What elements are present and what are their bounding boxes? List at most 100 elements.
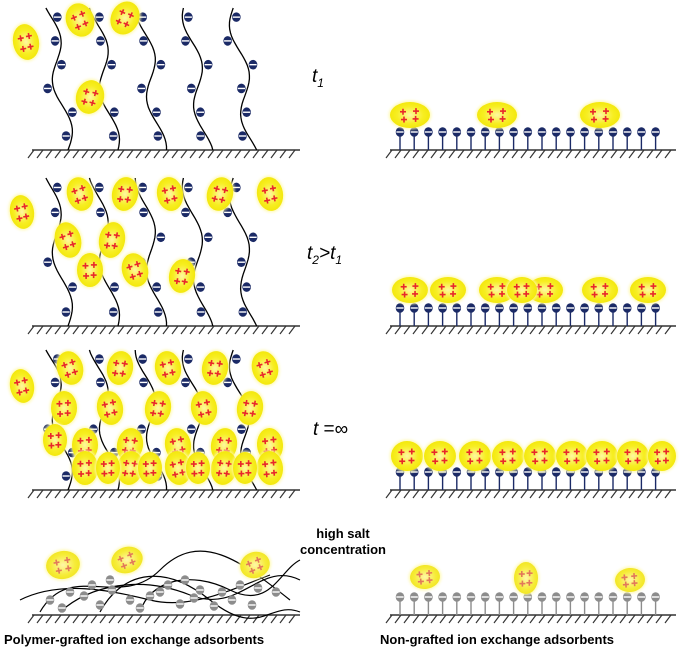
surface-hatch — [270, 149, 278, 159]
surface-ligand — [480, 303, 490, 326]
plus-sign — [265, 471, 268, 478]
surface-hatch — [574, 489, 582, 499]
particle-body — [138, 452, 162, 484]
plus-sign — [120, 9, 125, 16]
ligand-icon — [452, 303, 462, 313]
plus-sign — [624, 581, 627, 588]
nongrafted-surface-salt — [385, 614, 676, 624]
protein-particle — [580, 275, 620, 305]
surface-hatch — [538, 149, 546, 159]
plus-sign — [116, 18, 121, 25]
ligand-icon — [95, 600, 105, 610]
ligand-icon — [523, 303, 533, 313]
surface-hatch — [27, 149, 35, 159]
ligand-icon — [43, 83, 52, 94]
surface-hatch — [610, 614, 618, 624]
surface-hatch — [628, 614, 636, 624]
surface-hatch — [520, 325, 528, 335]
surface-ligand — [580, 467, 589, 490]
surface-hatch — [261, 614, 269, 624]
nongrafted-surface-3 — [385, 489, 676, 499]
ligand-icon — [107, 585, 117, 595]
plus-sign — [265, 197, 269, 204]
ligand-icon — [61, 307, 71, 317]
plus-sign — [124, 459, 128, 467]
protein-particles-layer — [8, 0, 678, 596]
surface-ligand — [622, 127, 632, 150]
polymer-chain — [181, 7, 214, 151]
ligand-icon — [608, 303, 618, 313]
ligand-icon — [509, 303, 518, 313]
surface-hatch — [198, 325, 206, 335]
surface-hatch — [646, 325, 654, 335]
plus-sign — [264, 438, 267, 445]
ligand-icon — [466, 592, 476, 602]
surface-hatch — [646, 489, 654, 499]
surface-hatch — [126, 614, 134, 624]
polymer-chain — [134, 177, 168, 326]
ligand-icon — [651, 592, 660, 602]
surface-hatch — [243, 489, 251, 499]
ligand-icon — [580, 592, 589, 602]
plus-sign — [23, 377, 26, 384]
surfaces-layer — [27, 149, 676, 624]
ligand-icon — [96, 207, 105, 218]
surface-hatch — [117, 325, 125, 335]
plus-sign — [19, 35, 23, 42]
plus-sign — [428, 569, 431, 577]
plus-sign — [113, 409, 116, 416]
surface-hatch — [126, 325, 134, 335]
plus-sign — [218, 436, 222, 444]
plus-sign — [64, 243, 68, 251]
surface-hatch — [234, 149, 242, 159]
surface-hatch — [601, 489, 609, 499]
protein-particle — [70, 449, 100, 487]
surface-hatch — [520, 149, 528, 159]
surface-hatch — [162, 325, 170, 335]
grafted-surface-salt — [27, 614, 300, 624]
ligand-icon — [223, 207, 233, 218]
surface-hatch — [36, 614, 44, 624]
surface-ligand — [651, 303, 660, 326]
plus-sign — [21, 45, 25, 52]
surface-hatch — [234, 325, 242, 335]
ligand-icon — [163, 580, 173, 590]
protein-particle — [477, 275, 517, 305]
surface-hatch — [261, 489, 269, 499]
surface-hatch — [279, 489, 287, 499]
surface-ligand — [622, 592, 632, 615]
plus-sign — [131, 273, 135, 280]
surface-hatch — [207, 614, 215, 624]
ligand-icon — [248, 232, 258, 243]
particle-body — [582, 277, 618, 303]
ligand-icon — [181, 207, 190, 218]
salt-label-line2: concentration — [300, 542, 386, 557]
surface-ligand — [424, 303, 433, 326]
particle-body — [514, 562, 538, 594]
surface-hatch — [547, 489, 555, 499]
plus-sign — [111, 399, 115, 406]
plus-sign — [27, 32, 31, 40]
ligand-icon — [68, 107, 77, 118]
ligand-icon — [236, 257, 246, 267]
plus-sign — [169, 359, 173, 366]
ligand-icon — [594, 127, 604, 137]
ligand-icon — [61, 471, 71, 481]
surface-hatch — [592, 489, 600, 499]
surface-hatch — [655, 325, 663, 335]
plus-sign — [130, 559, 135, 566]
surface-hatch — [421, 149, 429, 159]
ligand-icon — [45, 595, 55, 605]
plus-sign — [220, 196, 224, 203]
ligand-icon — [95, 12, 104, 22]
ligand-icon — [566, 303, 575, 313]
particle-body — [190, 391, 218, 425]
surface-hatch — [421, 489, 429, 499]
ligand-icon — [452, 592, 462, 602]
ligand-icon — [138, 354, 147, 364]
plus-sign — [93, 90, 97, 97]
plus-sign — [121, 370, 125, 377]
plus-sign — [127, 263, 132, 271]
surface-ligand — [509, 592, 518, 615]
